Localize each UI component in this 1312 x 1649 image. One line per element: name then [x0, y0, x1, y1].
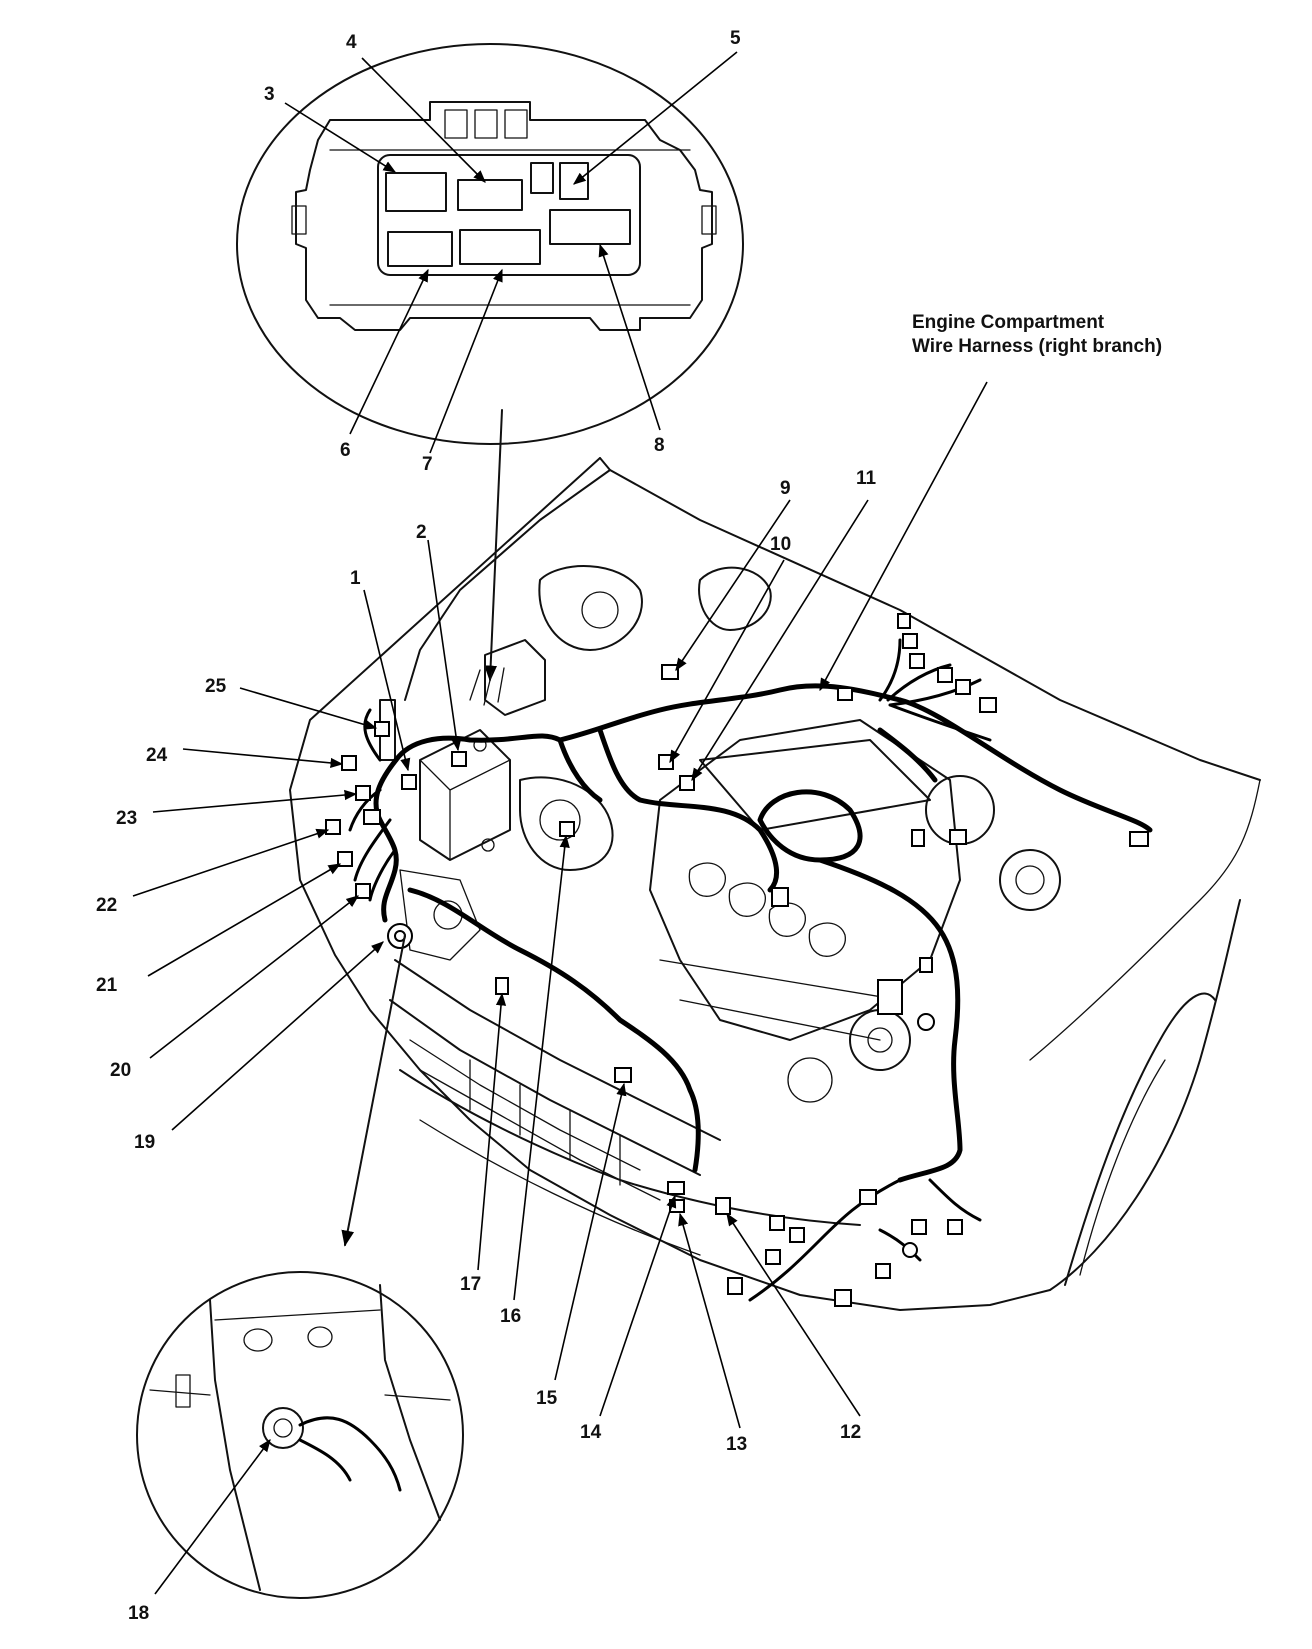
connector-20	[355, 883, 371, 899]
callout-1: 1	[350, 568, 361, 589]
brake-reservoir	[698, 566, 772, 631]
connector-slot-small	[530, 162, 554, 194]
connector-22	[325, 819, 341, 835]
connector-11-plug	[679, 775, 695, 791]
harness-title-line1: Engine Compartment	[912, 312, 1105, 333]
callout-2: 2	[416, 522, 427, 543]
callout-19: 19	[134, 1132, 155, 1153]
connector-3-slot	[385, 172, 447, 212]
battery	[419, 729, 511, 861]
body-outline	[289, 457, 1051, 1311]
callout-24: 24	[146, 745, 168, 766]
connector-21	[337, 851, 353, 867]
callout-13: 13	[726, 1434, 747, 1455]
detail-18-outline	[136, 1271, 464, 1599]
bumper-line	[399, 1069, 861, 1226]
harness-loop	[757, 789, 863, 863]
callout-22: 22	[96, 895, 117, 916]
callout-10: 10	[770, 534, 791, 555]
callout-5: 5	[730, 28, 741, 49]
harness-trunk	[393, 683, 903, 763]
callout-16: 16	[500, 1306, 521, 1327]
connector-25	[374, 721, 390, 737]
fuse-box-inner-panel	[377, 154, 641, 276]
connector-2	[451, 751, 467, 767]
connector-5-slot	[559, 162, 589, 200]
connector-8-slot	[549, 209, 631, 245]
connector-15	[614, 1067, 632, 1083]
callout-18: 18	[128, 1603, 149, 1624]
callout-20: 20	[110, 1060, 131, 1081]
callout-15: 15	[536, 1388, 558, 1409]
callout-3: 3	[264, 84, 275, 105]
connector-12	[715, 1197, 731, 1215]
fuse-box-housing	[295, 101, 713, 331]
connector-1	[401, 774, 417, 790]
headlight-edge	[1064, 992, 1216, 1286]
harness-title: Engine Compartment Wire Harness (right b…	[912, 312, 1162, 357]
callout-14: 14	[580, 1422, 602, 1443]
callout-9: 9	[780, 478, 791, 499]
detail-18-location-arrow	[341, 934, 406, 1247]
connector-17	[495, 977, 509, 995]
engine-block	[649, 719, 961, 1041]
sensor-18	[262, 1407, 304, 1449]
engine-bay	[289, 457, 1261, 1311]
connector-24	[341, 755, 357, 771]
callout-25: 25	[205, 676, 227, 697]
underhood-fuse-box	[484, 639, 546, 716]
connector-9	[661, 664, 679, 680]
valve-cover	[699, 739, 931, 831]
firewall-edge	[609, 469, 1261, 781]
callout-12: 12	[840, 1422, 861, 1443]
callout-6: 6	[340, 440, 351, 461]
callout-21: 21	[96, 975, 118, 996]
grille-top	[394, 959, 721, 1141]
fender-edge	[1049, 899, 1241, 1291]
callout-23: 23	[116, 808, 137, 829]
callout-11: 11	[856, 468, 877, 489]
callout-labels: 1 2 3 4 5 6 7 8 9 10 11 12 13 14 15 16 1…	[96, 28, 877, 1624]
fuse-box-detail-circle	[236, 43, 744, 445]
callout-4: 4	[346, 32, 357, 53]
callout-7: 7	[422, 454, 433, 475]
fuse-box-rim	[329, 149, 691, 306]
harness-right-branch	[897, 697, 1153, 833]
connector-7-slot	[459, 229, 541, 265]
harness-title-line2: Wire Harness (right branch)	[912, 336, 1162, 357]
fuse-box-detail	[236, 43, 744, 445]
connector-14	[667, 1181, 685, 1195]
grille-mid	[389, 999, 701, 1176]
wire-harness	[348, 638, 1153, 1302]
fuse-box-location-arrow	[484, 409, 503, 682]
air-cleaner	[538, 565, 643, 651]
harness-front-branch	[407, 887, 701, 1173]
connector-4-slot	[457, 179, 523, 211]
connector-6-slot	[387, 231, 453, 267]
callout-8: 8	[654, 435, 665, 456]
connector-16	[559, 821, 575, 837]
hood-edge	[404, 457, 611, 701]
detail-18-circle	[136, 1271, 464, 1599]
connector-23	[355, 785, 371, 801]
connectors	[325, 613, 1149, 1307]
leader-lines	[132, 51, 988, 1595]
coolant-reservoir	[999, 849, 1061, 911]
callout-17: 17	[460, 1274, 481, 1295]
throttle-body	[519, 776, 614, 871]
